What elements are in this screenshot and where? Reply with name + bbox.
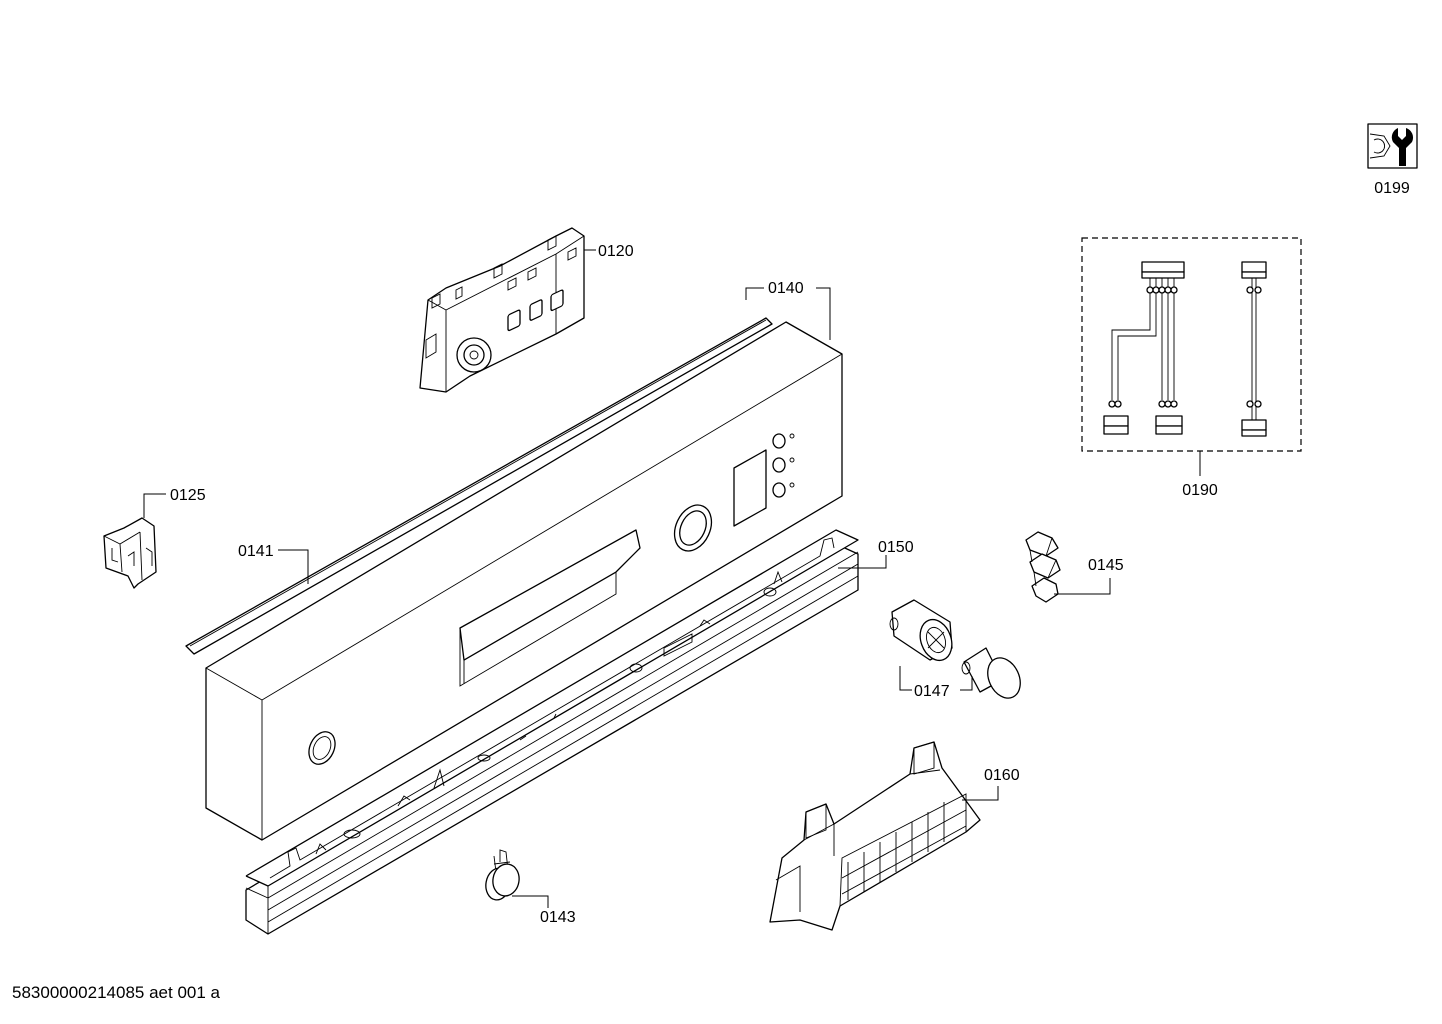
button-caps-0145 <box>1025 531 1061 603</box>
service-kit-wrench-icon <box>1367 123 1418 169</box>
clip-0125 <box>103 517 157 589</box>
part-number-0147: 0147 <box>914 683 950 700</box>
part-number-0143: 0143 <box>540 909 576 926</box>
part-number-0125: 0125 <box>170 487 206 504</box>
part-number-0140: 0140 <box>768 280 804 297</box>
bottom-rail-0150 <box>245 529 859 935</box>
small-knob-0143 <box>485 849 520 901</box>
part-number-0120: 0120 <box>598 243 634 260</box>
bracket-0160 <box>769 741 981 931</box>
knob-axle-0147 <box>961 647 1021 699</box>
cable-harness-kit-0190 <box>1081 237 1302 452</box>
part-number-0141: 0141 <box>238 543 274 560</box>
control-panel-fascia-0140 <box>205 321 843 841</box>
document-id: 58300000214085 aet 001 a <box>12 983 221 1002</box>
part-number-0160: 0160 <box>984 767 1020 784</box>
part-number-0190: 0190 <box>1182 482 1218 499</box>
part-number-0145: 0145 <box>1088 557 1124 574</box>
seal-strip-0141 <box>185 317 773 655</box>
control-module-0120 <box>419 227 585 393</box>
part-number-0199: 0199 <box>1374 180 1410 197</box>
part-number-0150: 0150 <box>878 539 914 556</box>
knob-0147 <box>889 599 953 662</box>
